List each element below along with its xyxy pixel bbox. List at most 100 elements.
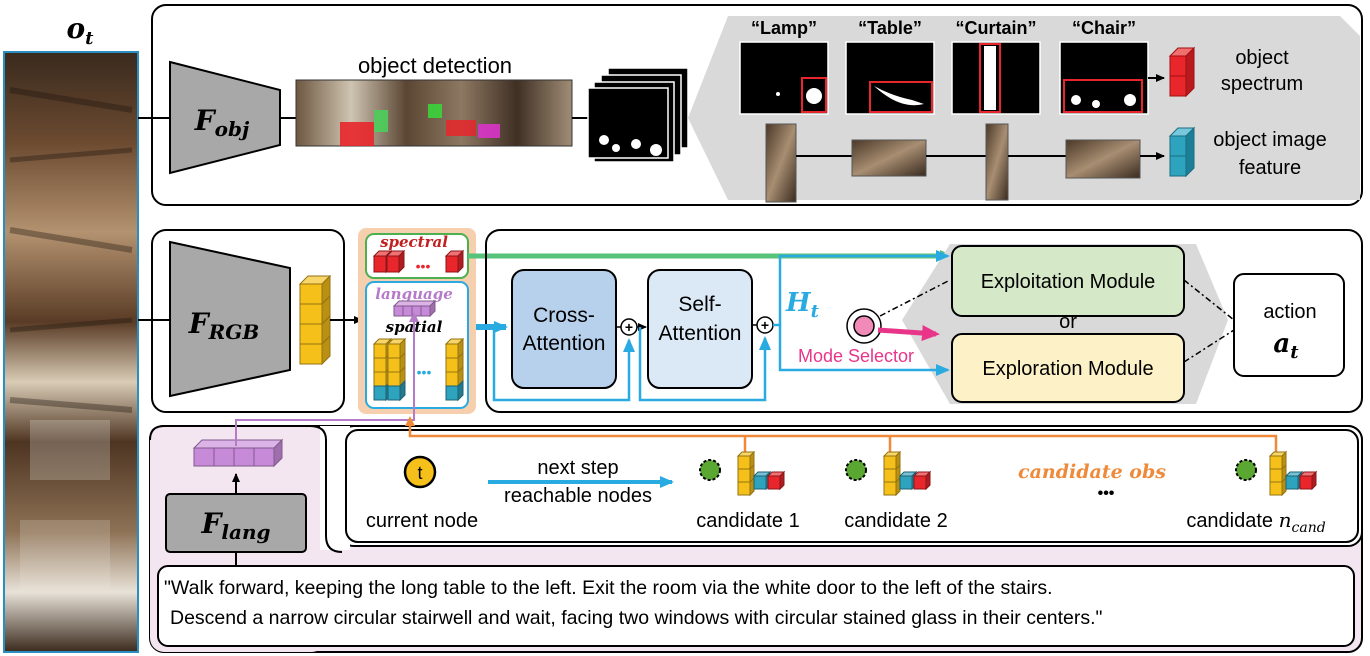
language-token (392, 299, 437, 318)
language-label: language (375, 285, 452, 303)
candidate-1-label: candidate 1 (696, 510, 799, 532)
self-attention-label-2: Attention (659, 322, 742, 345)
candidate-spatial-3 (1268, 450, 1288, 497)
language-feature-token (192, 438, 284, 468)
candidate-spectrum-1 (766, 470, 786, 491)
candidate-node-2 (845, 450, 932, 497)
spectral-cube-3 (444, 249, 465, 274)
observation-label: ot (66, 12, 94, 49)
self-attention-label-1: Self- (678, 293, 721, 316)
language-feature-row (192, 438, 284, 468)
candidate-node-3 (1235, 450, 1318, 497)
exploration-module (951, 333, 1185, 403)
explore-to-action-dashdot (1183, 329, 1235, 363)
candidate-image-3 (1284, 470, 1304, 491)
mask-stack (587, 67, 689, 163)
mode-selector-label: Mode Selector (798, 346, 914, 366)
lamp-blob (806, 88, 822, 104)
spatial-cube-2 (386, 337, 407, 402)
spectral-label: spectral (380, 233, 448, 251)
mode-selector (846, 308, 940, 344)
selector-to-exploit-dashdot (879, 279, 951, 317)
or-label: or (1059, 311, 1077, 333)
table-mask (845, 41, 935, 115)
next-step-label-2: reachable nodes (504, 485, 652, 507)
rgb-feature-cube (298, 274, 332, 366)
chair-bbox (1063, 79, 1143, 113)
chair-blob-2 (1092, 100, 1100, 108)
lamp-bbox (801, 77, 827, 113)
object-name-lamp: “Lamp” (751, 18, 817, 38)
rgb-cube-stack (298, 274, 332, 366)
candidate-spatial-2 (882, 450, 902, 497)
f-rgb-encoder: FRGB (169, 240, 291, 398)
panorama-image (3, 51, 139, 653)
mode-selector-arrow (877, 325, 940, 342)
residual-path-2 (638, 327, 771, 402)
candidate-spectrum-2 (912, 470, 932, 491)
table-blob (874, 86, 924, 106)
residual-add-1-symbol: + (625, 319, 633, 335)
object-image-feature-label-1: object image (1213, 129, 1326, 151)
ht-label: Ht (785, 288, 820, 322)
exploitation-module-label: Exploitation Module (981, 271, 1156, 293)
table-crop (851, 139, 927, 177)
exploitation-module (951, 245, 1185, 317)
candidate-ellipsis: ••• (1098, 485, 1115, 502)
lamp-crop (765, 123, 797, 203)
f-obj-encoder: Fobj (169, 60, 281, 175)
panorama-shelves (9, 87, 133, 590)
candidate-obs-line (405, 416, 1278, 452)
candidate-2-label: candidate 2 (844, 510, 947, 532)
residual-add-2-symbol: + (761, 317, 769, 333)
curtain-blob (984, 46, 996, 110)
spatial-dots: ••• (417, 364, 432, 380)
language-panel-outline (149, 425, 343, 553)
lamp-dot (776, 92, 780, 96)
candidate-nodes (699, 450, 1318, 497)
next-step-label-1: next step (537, 457, 618, 479)
candidate-node-1 (699, 450, 786, 497)
object-spectrum-label-2: spectrum (1221, 73, 1303, 95)
instruction-line-2: Descend a narrow circular stairwell and … (170, 607, 1103, 629)
object-image-feature-cube (1168, 126, 1196, 178)
chair-crop (1065, 139, 1141, 179)
self-attention-block (647, 269, 753, 389)
cross-attention-label-1: Cross- (533, 304, 595, 327)
object-detection-image (295, 79, 573, 147)
current-node-label: current node (366, 510, 478, 532)
object-crops (765, 123, 1141, 203)
candidate-panel-inner (345, 429, 1359, 543)
spatial-tokens (372, 337, 465, 402)
observation-panel: ot (3, 12, 139, 653)
object-spectrum-cube (1168, 46, 1196, 98)
candidate-image-2 (898, 470, 918, 491)
exploration-module-label: Exploration Module (982, 358, 1153, 380)
f-lang-label: Flang (201, 507, 271, 544)
spectral-tokens (372, 249, 465, 274)
decision-panel (485, 229, 1363, 413)
curtain-bbox (979, 43, 1001, 113)
object-name-chair: “Chair” (1072, 18, 1136, 38)
chair-blob-3 (1124, 94, 1136, 106)
spectral-dots: ••• (416, 258, 431, 274)
instruction-box (157, 565, 1355, 647)
candidate-obs-label: candidate obs (1018, 461, 1166, 483)
current-node-marker (403, 455, 437, 489)
f-rgb-label: FRGB (188, 307, 260, 344)
object-name-curtain: “Curtain” (956, 18, 1037, 38)
current-node-glyph: t (417, 463, 422, 483)
action-label: action (1263, 301, 1316, 323)
object-image-feature-label-2: feature (1239, 157, 1301, 179)
curtain-crop (985, 123, 1009, 201)
object-detection-label: object detection (358, 53, 512, 78)
ht-to-exploitation-path (773, 250, 950, 327)
instruction-line-1: "Walk forward, keeping the long table to… (164, 577, 1053, 599)
spatial-cube-3 (444, 337, 465, 402)
cross-attention-label-2: Attention (523, 332, 606, 355)
candidate-spectrum-3 (1298, 470, 1318, 491)
chair-blob-1 (1071, 95, 1081, 105)
object-name-table: “Table” (858, 18, 922, 38)
action-symbol: at (1273, 329, 1299, 363)
